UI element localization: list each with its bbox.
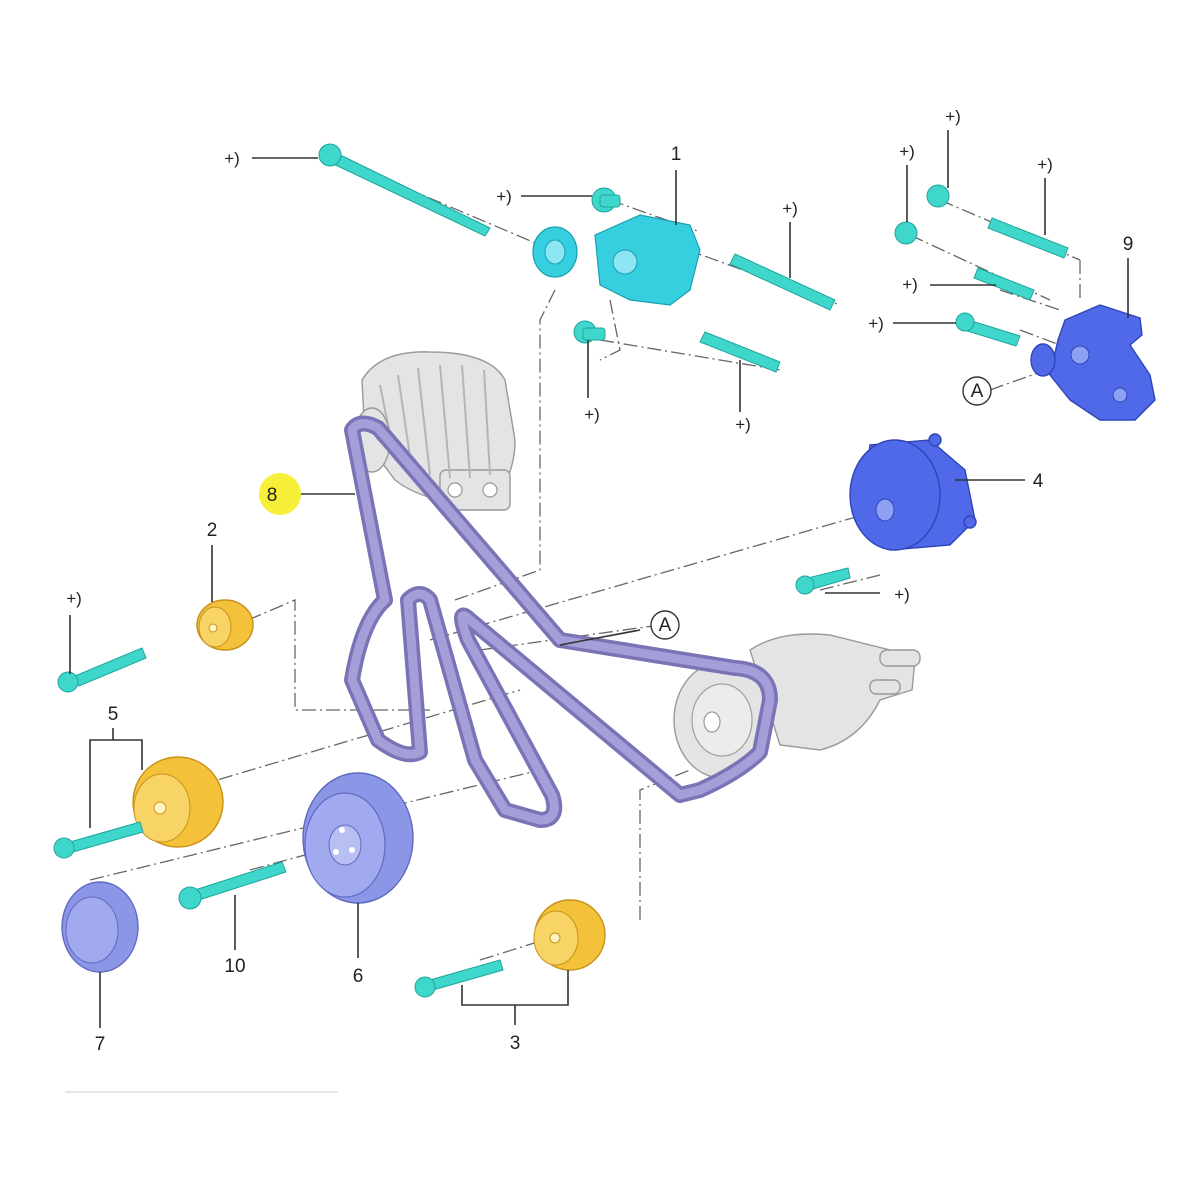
reference-a-lower: A bbox=[650, 610, 680, 640]
plus-note-tensioner-lower-long: +) bbox=[735, 415, 751, 434]
bolt-tensioner-small-top bbox=[591, 187, 621, 213]
bolt-tensioner-lower-small bbox=[573, 320, 606, 344]
plus-note-bracket-top: +) bbox=[945, 107, 961, 126]
plus-note-tensioner-top: +) bbox=[496, 187, 512, 206]
callout-8-highlight bbox=[259, 473, 301, 515]
bolt-idler-2 bbox=[57, 647, 147, 693]
plus-note-idler-2: +) bbox=[66, 589, 82, 608]
idler-pulley-5 bbox=[132, 756, 224, 848]
bolts-bracket-9 bbox=[894, 184, 1069, 347]
plus-note-long-bolt: +) bbox=[224, 149, 240, 168]
plus-note-bracket-mid: +) bbox=[902, 275, 918, 294]
bolt-part-4 bbox=[795, 567, 851, 595]
callout-4: 4 bbox=[1033, 471, 1044, 492]
bolt-tensioner-lower-long bbox=[699, 331, 781, 373]
plus-note-tensioner-lower: +) bbox=[584, 405, 600, 424]
part-4-pulley-unit bbox=[849, 433, 977, 551]
bolt-idler-5 bbox=[53, 821, 144, 859]
callout-1: 1 bbox=[671, 144, 682, 165]
callout-8: 8 bbox=[267, 485, 278, 506]
plus-note-bracket-lower: +) bbox=[868, 314, 884, 333]
reference-a-upper-label: A bbox=[971, 381, 984, 402]
crankshaft-pulley-6 bbox=[302, 772, 414, 904]
bolt-tensioner-right bbox=[729, 253, 836, 311]
reference-a-upper: A bbox=[962, 376, 992, 406]
callout-7: 7 bbox=[95, 1034, 106, 1055]
callout-6: 6 bbox=[353, 966, 364, 987]
water-pump bbox=[673, 633, 921, 779]
plus-note-bracket-left: +) bbox=[899, 142, 915, 161]
reference-a-lower-label: A bbox=[659, 615, 672, 636]
long-bolt-tensioner bbox=[318, 143, 491, 237]
bolt-10 bbox=[178, 861, 287, 910]
belt-tensioner bbox=[532, 214, 701, 306]
plus-note-tensioner-right: +) bbox=[782, 199, 798, 218]
callout-2: 2 bbox=[207, 520, 218, 541]
bracket-part-9 bbox=[1030, 304, 1156, 421]
bolt-idler-3 bbox=[414, 959, 504, 998]
callout-10: 10 bbox=[224, 956, 245, 977]
plus-note-bracket-right: +) bbox=[1037, 155, 1053, 174]
callout-5: 5 bbox=[108, 704, 119, 725]
idler-pulley-3 bbox=[533, 899, 606, 971]
idler-pulley-2 bbox=[196, 599, 254, 651]
cover-7 bbox=[61, 881, 139, 973]
alternator bbox=[353, 351, 516, 511]
leader-lines bbox=[69, 130, 1129, 1028]
assembly-lines bbox=[89, 159, 1081, 961]
drive-belt bbox=[344, 415, 778, 828]
callout-9: 9 bbox=[1123, 234, 1134, 255]
callout-3: 3 bbox=[510, 1033, 521, 1054]
plus-note-part-4: +) bbox=[894, 585, 910, 604]
